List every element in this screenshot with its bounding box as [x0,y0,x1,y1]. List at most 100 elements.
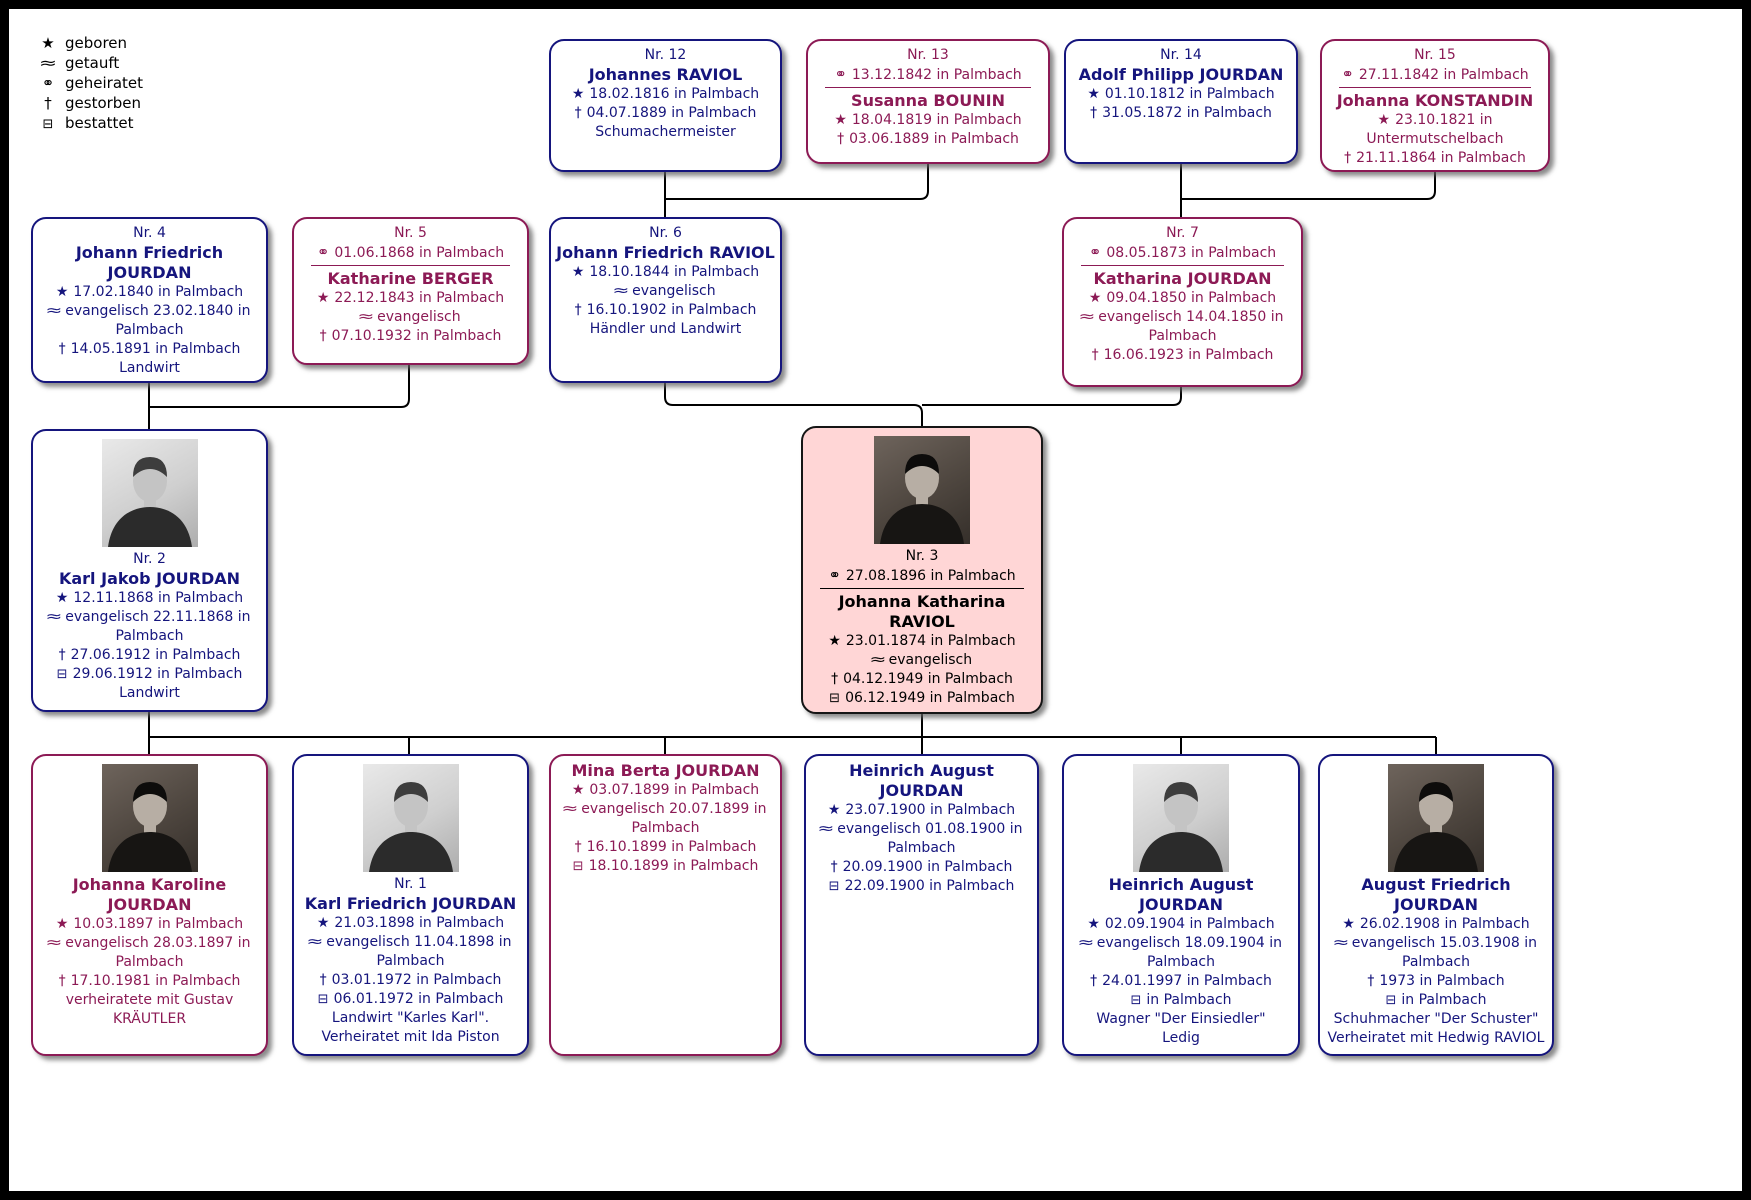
nr5-baptized-line: ≈evangelisch [299,308,522,327]
line-text: Mina Berta JOURDAN [571,761,760,780]
buried-icon: ⊟ [1130,993,1142,1008]
nr3-born-line: ★23.01.1874 in Palmbach [808,632,1036,651]
nr13-married-line: ⚭13.12.1842 in Palmbach [813,65,1043,85]
born-icon: ★ [55,284,69,300]
line-text: August Friedrich JOURDAN [1361,875,1511,914]
died-icon: † [319,328,327,344]
heinrich-august-1900-buried-line: ⊟22.09.1900 in Palmbach [811,877,1032,896]
person-box-heinrich-august-1900[interactable]: Heinrich August JOURDAN★23.07.1900 in Pa… [804,754,1039,1056]
died-icon: † [58,973,66,989]
line-text: Nr. 1 [394,876,427,892]
died-icon: † [1090,105,1098,121]
nr7-married-line: ⚭08.05.1873 in Palmbach [1069,243,1296,263]
nr2-born-line: ★12.11.1868 in Palmbach [38,589,261,608]
nr7-nr-line: Nr. 7 [1069,224,1296,243]
nr5-died-line: †07.10.1932 in Palmbach [299,327,522,346]
nr14-nr-line: Nr. 14 [1071,46,1291,65]
nr15-married-line: ⚭27.11.1842 in Palmbach [1327,65,1543,85]
nr2-nr-line: Nr. 2 [38,550,261,569]
born-icon: ★ [834,112,847,128]
line-text: 22.09.1900 in Palmbach [844,878,1015,894]
line-text: 03.01.1972 in Palmbach [331,972,502,988]
family-connector-line [922,387,1182,406]
line-text: evangelisch 23.02.1840 in Palmbach [65,303,251,338]
line-text: evangelisch 01.08.1900 in Palmbach [837,821,1023,856]
family-connector-line [149,365,410,408]
nr1-name-line: Karl Friedrich JOURDAN [299,894,522,914]
heinrich-august-1900-born-line: ★23.07.1900 in Palmbach [811,801,1032,820]
nr7-name-line: Katharina JOURDAN [1069,269,1296,289]
person-box-mina-berta[interactable]: Mina Berta JOURDAN★03.07.1899 in Palmbac… [549,754,782,1056]
line-text: evangelisch [632,283,716,299]
line-text: Johanna Karoline JOURDAN [72,875,227,914]
line-text: Nr. 15 [1414,47,1456,63]
nr6-name-line: Johann Friedrich RAVIOL [556,243,775,263]
died-icon: † [574,839,582,855]
person-box-heinrich-august-1904[interactable]: Heinrich August JOURDAN★02.09.1904 in Pa… [1062,754,1300,1056]
line-text: Johann Friedrich JOURDAN [75,243,224,282]
nr6-plain-line: Händler und Landwirt [556,320,775,339]
line-text: 18.10.1899 in Palmbach [588,858,759,874]
born-icon: ★ [1087,86,1100,102]
johanna-karoline-baptized-line: ≈evangelisch 28.03.1897 in Palmbach [38,934,261,972]
nr15-died-line: †21.11.1864 in Palmbach [1327,149,1543,168]
person-box-johanna-karoline[interactable]: Johanna Karoline JOURDAN★10.03.1897 in P… [31,754,268,1056]
august-friedrich-baptized-line: ≈evangelisch 15.03.1908 in Palmbach [1325,934,1547,972]
line-text: evangelisch 11.04.1898 in Palmbach [326,934,512,969]
line-text: 27.11.1842 in Palmbach [1358,67,1529,83]
nr7-born-line: ★09.04.1850 in Palmbach [1069,289,1296,308]
marriage-separator [825,87,1031,88]
line-text: Johannes RAVIOL [588,65,743,84]
line-text: in Palmbach [1146,992,1232,1008]
line-text: evangelisch 20.07.1899 in Palmbach [581,801,767,836]
nr13-nr-line: Nr. 13 [813,46,1043,65]
line-text: 04.07.1889 in Palmbach [586,105,757,121]
born-icon: ★ [1088,290,1102,306]
line-text: 16.10.1899 in Palmbach [586,839,757,855]
line-text: 18.04.1819 in Palmbach [851,112,1022,128]
august-friedrich-plain-line: Schuhmacher "Der Schuster" [1325,1010,1547,1029]
baptized-icon: ≈ [1332,935,1350,951]
died-icon: † [1344,150,1352,166]
line-text: Nr. 2 [133,551,166,567]
nr5-married-line: ⚭01.06.1868 in Palmbach [299,243,522,263]
nr13-died-line: †03.06.1889 in Palmbach [813,130,1043,149]
nr13-name-line: Susanna BOUNIN [813,91,1043,111]
nr12-born-line: ★18.02.1816 in Palmbach [556,85,775,104]
line-text: Adolf Philipp JOURDAN [1078,65,1284,84]
mina-berta-name-line: Mina Berta JOURDAN [556,761,775,781]
born-icon: ★ [571,86,585,102]
born-icon: ★ [1342,916,1355,932]
nr6-baptized-line: ≈evangelisch [556,282,775,301]
heinrich-august-1904-name-line: Heinrich August JOURDAN [1069,875,1293,915]
line-text: verheiratete mit Gustav KRÄUTLER [65,992,234,1027]
nr4-nr-line: Nr. 4 [38,224,261,243]
mina-berta-born-line: ★03.07.1899 in Palmbach [556,781,775,800]
portrait-photo [1133,764,1229,872]
legend-item-gestorben: †gestorben [33,93,143,113]
line-text: 17.10.1981 in Palmbach [70,973,241,989]
august-friedrich-name-line: August Friedrich JOURDAN [1325,875,1547,915]
line-text: 27.06.1912 in Palmbach [70,647,241,663]
person-box-august-friedrich[interactable]: August Friedrich JOURDAN★26.02.1908 in P… [1318,754,1554,1056]
buried-icon: ⊟ [572,859,584,874]
line-text: Nr. 13 [907,47,949,63]
married-icon: ⚭ [1341,65,1354,83]
line-text: Nr. 3 [905,548,939,564]
line-text: 01.06.1868 in Palmbach [334,245,505,261]
line-text: 03.07.1899 in Palmbach [589,782,760,798]
line-text: Verheiratet mit Hedwig RAVIOL [1327,1030,1545,1046]
born-icon: ★ [316,915,330,931]
